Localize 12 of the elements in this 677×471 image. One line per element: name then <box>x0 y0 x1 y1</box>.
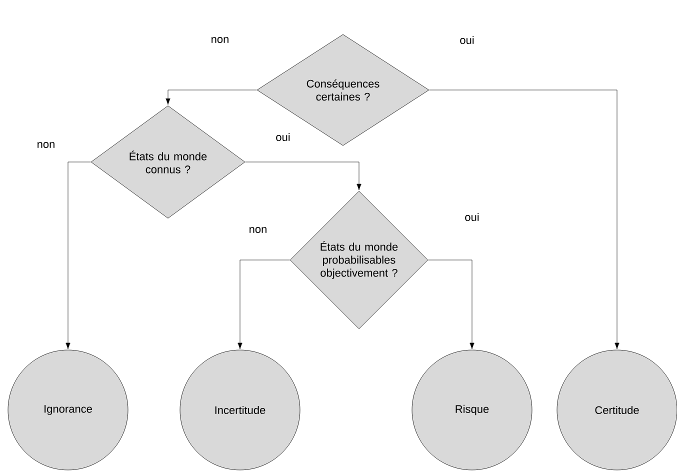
edge-label: oui <box>460 36 474 44</box>
edge-label: oui <box>276 132 290 142</box>
arrow <box>166 90 257 105</box>
arrow <box>429 90 620 350</box>
edge-label: non <box>212 37 228 43</box>
arrow <box>245 162 362 190</box>
edge-label: oui <box>465 212 479 222</box>
edge-label: non <box>250 227 266 233</box>
arrow <box>238 260 290 350</box>
arrow <box>428 260 474 350</box>
edge-label: non <box>38 142 54 148</box>
arrow <box>66 162 91 350</box>
